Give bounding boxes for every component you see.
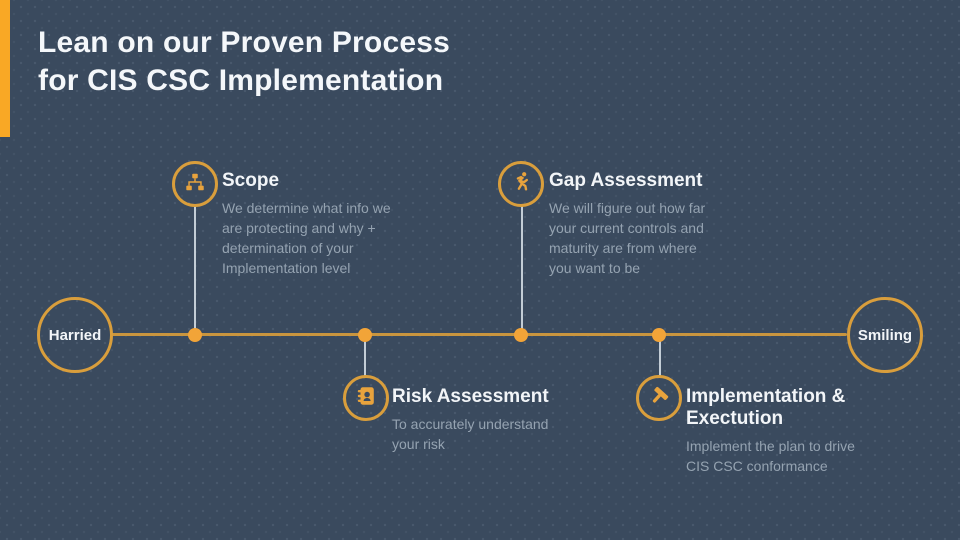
- connector-risk-assessment: [364, 335, 366, 378]
- milestone-title: Implementation & Exectution: [686, 386, 846, 429]
- timeline-end-label: Smiling: [857, 326, 913, 344]
- milestone-risk-assessment: Risk Assessment To accurately understand…: [392, 386, 549, 454]
- milestone-title: Risk Assessment: [392, 386, 549, 407]
- running-person-icon: [510, 170, 533, 198]
- implementation-icon-circle: [636, 375, 682, 421]
- connector-scope: [194, 206, 196, 335]
- milestone-gap-assessment: Gap Assessment We will figure out how fa…: [549, 170, 705, 278]
- accent-bar: [0, 0, 10, 137]
- milestone-description: To accurately understand your risk: [392, 416, 549, 452]
- milestone-title: Gap Assessment: [549, 170, 703, 191]
- scope-icon-circle: [172, 161, 218, 207]
- timeline-end-circle: Smiling: [847, 297, 923, 373]
- connector-implementation: [659, 335, 661, 378]
- hammer-icon: [648, 385, 670, 412]
- timeline-node-scope: [188, 328, 202, 342]
- milestone-description: We determine what info we are protecting…: [222, 200, 391, 276]
- timeline-line: [111, 333, 847, 336]
- timeline-node-implementation: [652, 328, 666, 342]
- timeline-start-label: Harried: [48, 326, 102, 344]
- milestone-implementation-exectution: Implementation & Exectution Implement th…: [686, 386, 855, 476]
- milestone-title: Scope: [222, 170, 280, 191]
- gap-assessment-icon-circle: [498, 161, 544, 207]
- milestone-description: We will figure out how far your current …: [549, 200, 706, 276]
- milestone-scope: Scope We determine what info we are prot…: [222, 170, 391, 278]
- address-book-icon: [355, 385, 377, 412]
- page-title: Lean on our Proven Process for CIS CSC I…: [38, 26, 450, 97]
- sitemap-icon: [184, 171, 206, 198]
- risk-assessment-icon-circle: [343, 375, 389, 421]
- connector-gap-assessment: [521, 206, 523, 335]
- timeline-start-circle: Harried: [37, 297, 113, 373]
- timeline-node-risk-assessment: [358, 328, 372, 342]
- milestone-description: Implement the plan to drive CIS CSC conf…: [686, 438, 855, 474]
- timeline-node-gap-assessment: [514, 328, 528, 342]
